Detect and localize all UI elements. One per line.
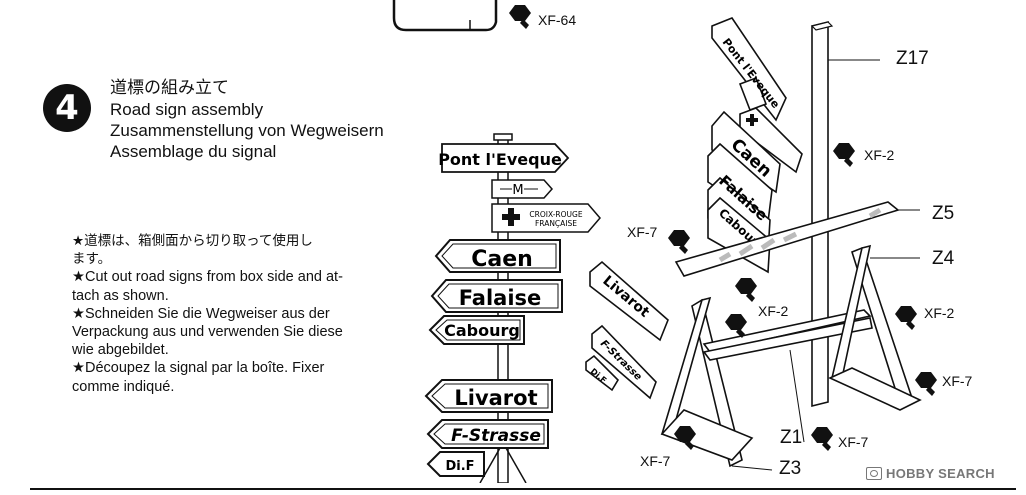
paint-drop-icon xyxy=(833,143,855,167)
watermark: HOBBY SEARCH xyxy=(866,466,995,481)
sign-croix-rouge xyxy=(491,203,601,233)
paint-drop-icon xyxy=(725,314,747,338)
paint-drop-icon xyxy=(668,230,690,254)
sign-cabourg xyxy=(428,315,525,345)
step-number-badge: 4 xyxy=(43,84,91,132)
sign-f-strasse xyxy=(426,419,549,449)
sign-falaise xyxy=(430,279,563,313)
part-label-z4: Z4 xyxy=(932,248,955,269)
sign-caen xyxy=(434,239,561,273)
paint-drop-icon xyxy=(509,5,531,29)
part-label-z5: Z5 xyxy=(932,203,955,224)
exploded-assembly-view: Pont l'Eveque Caen Falaise Cabourg Livar… xyxy=(585,17,922,471)
paint-label-xf7-left: XF-7 xyxy=(627,224,658,240)
sign-text-f-strasse: F-Strasse xyxy=(451,426,541,446)
bottom-divider xyxy=(30,488,1016,490)
part-label-z17: Z17 xyxy=(896,48,929,69)
sign-pont-l-eveque xyxy=(441,143,570,173)
note-line: tach as shown. xyxy=(72,287,169,304)
instruction-notes: ★道標は、箱側面から切り取って使用し ます。 ★Cut out road sig… xyxy=(72,232,398,396)
note-line: ★Schneiden Sie die Wegweiser aus der xyxy=(72,305,330,322)
paint-drop-icon xyxy=(735,278,757,302)
box-corner-illustration xyxy=(392,0,498,32)
sign-dif xyxy=(426,451,485,477)
paint-drop-icon xyxy=(674,426,696,450)
paint-label-xf7-right: XF-7 xyxy=(942,373,973,389)
note-line: ★Cut out road signs from box side and at… xyxy=(72,269,343,286)
paint-label-xf7-z1: XF-7 xyxy=(838,434,869,450)
watermark-text: HOBBY SEARCH xyxy=(886,466,995,481)
note-line: comme indiqué. xyxy=(72,378,175,395)
note-line: Verpackung aus und verwenden Sie diese xyxy=(72,324,343,341)
paint-drop-icon xyxy=(895,306,917,330)
sign-text-croix-line1: CROIX-ROUGE xyxy=(529,210,582,219)
paint-label-xf64: XF-64 xyxy=(538,12,577,28)
title-german: Zusammenstellung von Wegweisern xyxy=(110,121,384,140)
paint-label-xf2-top: XF-2 xyxy=(864,147,895,163)
note-line: wie abgebildet. xyxy=(72,342,169,359)
step-title: 道標の組み立て Road sign assembly Zusammenstell… xyxy=(110,78,384,162)
sign-text-falaise: Falaise xyxy=(459,286,542,310)
note-line: ★Découpez la signal par la boîte. Fixer xyxy=(72,360,325,377)
paint-drop-icon xyxy=(915,372,937,396)
note-line: ★道標は、箱側面から切り取って使用し xyxy=(72,233,313,249)
title-japanese: 道標の組み立て xyxy=(110,78,229,98)
sign-text-cabourg: Cabourg xyxy=(444,321,520,340)
sign-text-pont-l-eveque: Pont l'Eveque xyxy=(438,150,562,169)
sign-text-dif: Di.F xyxy=(445,459,474,474)
sign-text-caen: Caen xyxy=(471,247,533,272)
part-label-z1: Z1 xyxy=(780,427,803,448)
signpost-front-view: Pont l'Eveque M CROIX-ROUGE FRANÇAISE Ca… xyxy=(424,133,601,483)
sign-text-livarot: Livarot xyxy=(454,386,537,410)
sign-text-m: M xyxy=(512,183,523,198)
sign-m xyxy=(491,179,554,199)
paint-drop-icon xyxy=(811,427,833,451)
paint-label-xf2-right: XF-2 xyxy=(924,305,955,321)
sign-livarot xyxy=(424,379,553,413)
note-line: ます。 xyxy=(72,251,112,268)
title-english: Road sign assembly xyxy=(110,100,264,119)
camera-icon xyxy=(866,467,882,480)
paint-label-xf2-mid: XF-2 xyxy=(758,303,789,319)
title-french: Assemblage du signal xyxy=(110,142,277,161)
sign-text-croix-line2: FRANÇAISE xyxy=(535,219,577,228)
part-label-z3: Z3 xyxy=(779,458,802,479)
paint-label-xf7-bottom: XF-7 xyxy=(640,453,671,469)
